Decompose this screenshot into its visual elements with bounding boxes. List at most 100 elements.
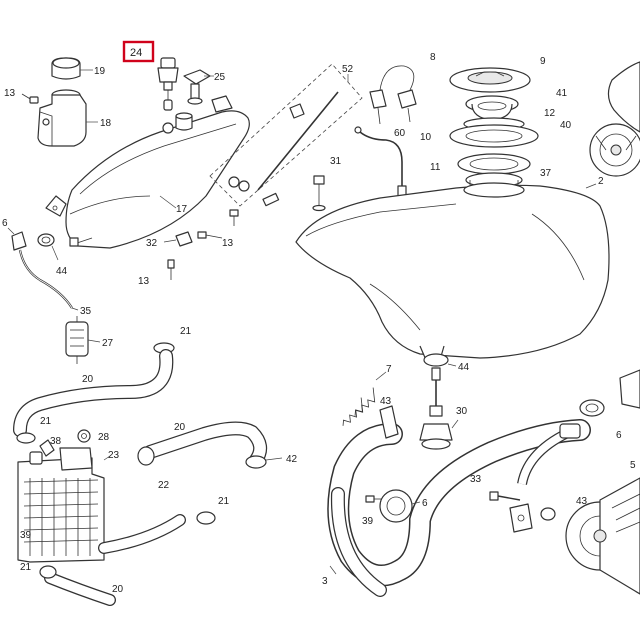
part-springs-7 [342,371,387,426]
callout-41: 41 [556,88,568,99]
part-nut-6c [540,507,556,521]
callout-32: 32 [146,238,158,249]
part-screw-mini [229,209,239,226]
part-exhaust-3 [327,419,591,597]
callout-21-c: 21 [218,496,230,507]
part-clamp-6d [579,399,605,417]
part-hose-20a [13,349,174,437]
callout-60: 60 [394,128,406,139]
callout-39-exhaust: 39 [362,516,374,527]
callout-19: 19 [94,66,106,77]
part-fuel-pipe-35 [18,249,79,311]
callout-13-mid: 13 [222,238,234,249]
part-wire-60 [354,126,407,197]
callout-21-b: 21 [40,416,52,427]
callout-10: 10 [420,132,432,143]
callout-21-d: 21 [20,562,32,573]
part-bolt-39b [365,495,382,503]
callout-30: 30 [456,406,468,417]
highlight-box[interactable] [122,40,155,63]
part-bracket-32 [163,231,193,247]
part-hose-20b [143,421,268,467]
callout-18: 18 [100,118,112,129]
part-bolt-33 [489,491,521,501]
part-bracket-43b [509,503,533,533]
callout-37: 37 [540,168,552,179]
callout-20-b: 20 [174,422,186,433]
callout-27: 27 [102,338,114,349]
callout-17: 17 [176,204,188,215]
part-fuel-tank-2 [295,182,610,361]
part-screw-13c [167,259,175,280]
part-carb-right [619,369,640,409]
callout-13-bottom: 13 [138,276,150,287]
callout-8: 8 [430,52,436,63]
part-clip-6a [7,227,27,251]
part-screw-cap-25 [183,69,214,105]
part-sender-unit [157,57,179,111]
part-bike-preview [589,61,640,177]
part-nut-28 [77,429,91,443]
callout-38: 38 [50,436,62,447]
part-tube-43c [517,423,581,486]
part-filler-cap-9 [449,67,531,93]
callout-44-a: 44 [56,266,68,277]
radiator-fins [23,478,99,556]
part-bracket-43a [379,405,399,439]
part-gasket-40 [449,124,539,148]
callout-6-exhaust: 6 [422,498,428,509]
part-bolt-31 [312,175,326,212]
callout-35: 35 [80,306,92,317]
callout-39-left: 39 [20,530,32,541]
part-clamp-21b [16,432,36,444]
part-clamp-44b [423,353,457,367]
callout-12: 12 [544,108,556,119]
callout-20-c: 20 [112,584,124,595]
callout-6-left: 6 [2,218,8,229]
callout-33: 33 [470,474,482,485]
part-kit-52 [209,63,363,207]
highlight-label: 24 [130,47,142,59]
callout-13-top: 13 [4,88,16,99]
callout-2: 2 [598,176,604,187]
callout-44-b: 44 [458,362,470,373]
callout-7: 7 [386,364,392,375]
part-reservoir-cap-19 [51,57,93,80]
part-flange-10 [448,136,540,150]
callout-42: 42 [286,454,298,465]
callout-20-a: 20 [82,374,94,385]
callout-23: 23 [108,450,120,461]
callout-31: 31 [330,156,342,167]
callout-22: 22 [158,480,170,491]
part-oil-reservoir-18 [37,89,98,147]
part-ring-41 [465,95,519,121]
callout-43-a: 43 [380,396,392,407]
callout-40: 40 [560,120,572,131]
part-oil-tank-17 [45,95,250,249]
callout-11: 11 [430,162,441,173]
part-clamp-42 [245,455,283,469]
part-clip-38 [39,439,55,457]
part-hose-20c [44,514,186,606]
part-fuel-filter-27 [65,316,101,364]
part-screw-13a [21,93,39,104]
callout-52: 52 [342,64,354,75]
part-gasket-6b [379,489,421,523]
part-clamp-44a [37,233,59,261]
callout-6-right: 6 [616,430,622,441]
part-radiator-23 [17,447,111,563]
callout-28: 28 [98,432,110,443]
part-clamp-21d [39,565,57,579]
callout-21-a: 21 [180,326,192,337]
callout-5: 5 [630,460,636,471]
part-neck-11 [457,153,531,175]
callout-43-b: 43 [576,496,588,507]
part-engine [565,477,640,595]
part-fuel-tap-30 [419,419,459,450]
part-clamp-21c [196,511,216,525]
part-screw-13b [197,231,223,239]
part-rod-5 [429,367,443,417]
part-keys-8 [369,65,417,125]
